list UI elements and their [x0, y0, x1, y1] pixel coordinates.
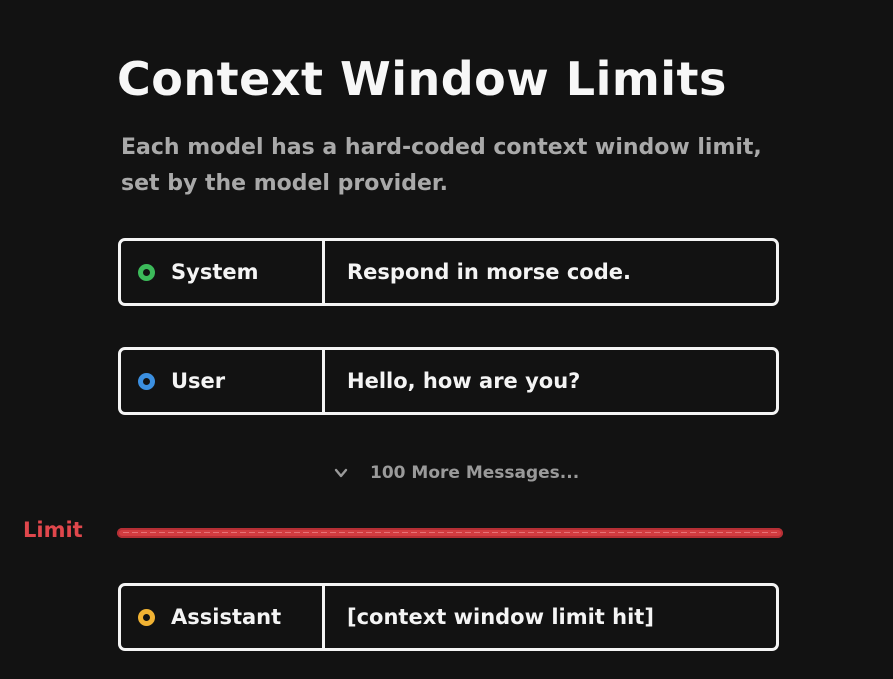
message-assistant: Assistant [context window limit hit] — [118, 583, 779, 651]
circle-icon — [138, 372, 155, 390]
circle-icon — [138, 263, 155, 281]
more-messages-toggle[interactable]: 100 More Messages... — [334, 463, 579, 483]
limit-label: Limit — [23, 518, 83, 542]
role-label: User — [171, 369, 226, 393]
message-role: Assistant — [121, 586, 325, 648]
limit-line — [117, 528, 783, 538]
message-content: [context window limit hit] — [347, 605, 654, 629]
message-content: Respond in morse code. — [347, 260, 631, 284]
circle-icon — [138, 608, 155, 626]
page-subtitle: Each model has a hard-coded context wind… — [121, 135, 762, 196]
chevron-down-icon — [334, 468, 348, 478]
more-messages-label: 100 More Messages... — [370, 463, 580, 483]
page-title: Context Window Limits — [117, 52, 727, 106]
message-user: User Hello, how are you? — [118, 347, 779, 415]
message-role: System — [121, 241, 325, 303]
role-label: Assistant — [171, 605, 282, 629]
message-system: System Respond in morse code. — [118, 238, 779, 306]
role-label: System — [171, 260, 259, 284]
message-role: User — [121, 350, 325, 412]
message-content: Hello, how are you? — [347, 369, 581, 393]
